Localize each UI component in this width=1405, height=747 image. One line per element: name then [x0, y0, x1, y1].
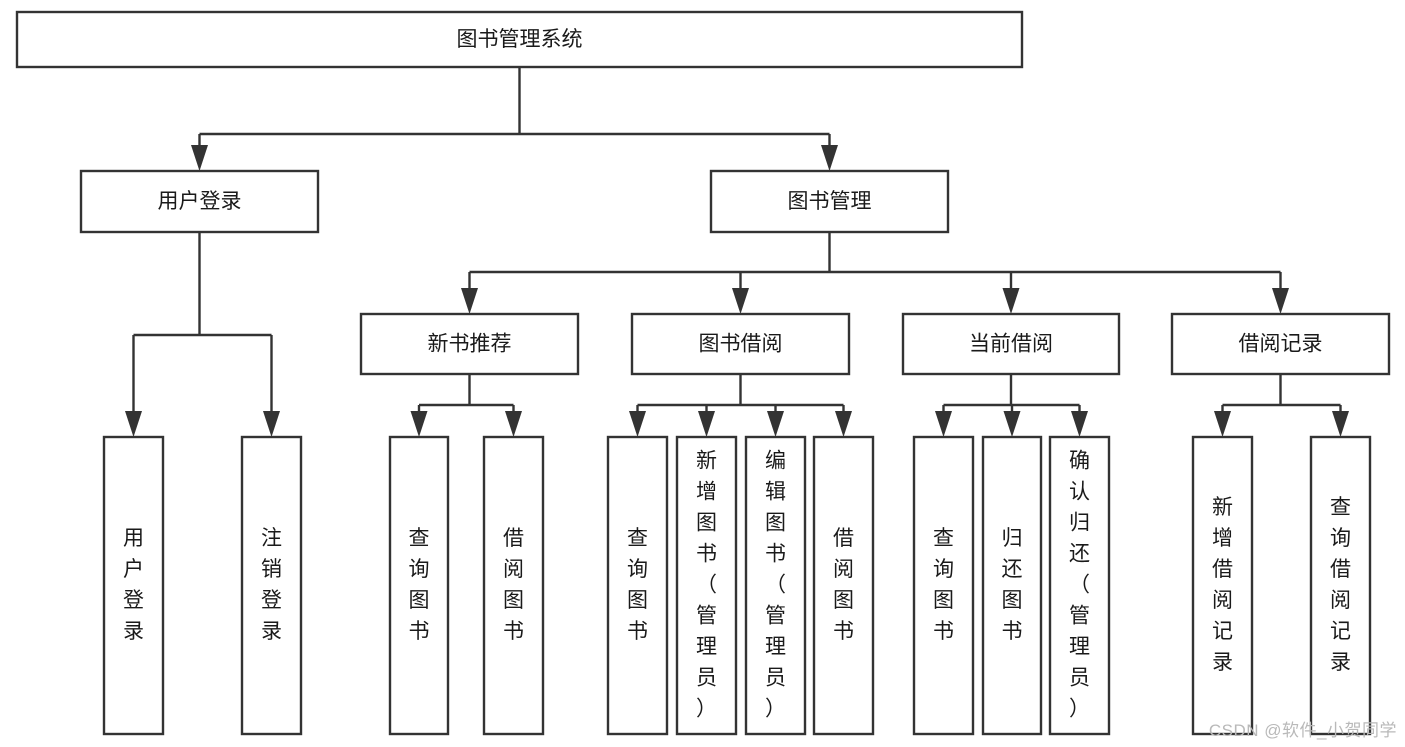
node-leaf_return_book[interactable]: 归还图书 — [981, 435, 1043, 736]
connector-layer — [125, 67, 1349, 437]
node-label-leaf_add_record: 新增借阅记录 — [1212, 496, 1233, 674]
connector-group-borrow_record — [1214, 374, 1349, 437]
node-box-leaf_edit_book[interactable] — [744, 435, 807, 736]
node-label-leaf_user_login: 用户登录 — [123, 527, 144, 643]
node-box-new_book_rec[interactable] — [359, 312, 580, 376]
node-root[interactable]: 图书管理系统 — [15, 10, 1024, 69]
node-leaf_confirm_return[interactable]: 确认归还（管理员） — [1048, 435, 1111, 736]
node-label-new_book_rec: 新书推荐 — [428, 333, 512, 356]
node-box-book_mgmt[interactable] — [709, 169, 950, 234]
node-leaf_query_book_1[interactable]: 查询图书 — [388, 435, 450, 736]
node-leaf_edit_book[interactable]: 编辑图书（管理员） — [744, 435, 807, 736]
node-box-leaf_add_book[interactable] — [675, 435, 738, 736]
node-box-leaf_query_record[interactable] — [1309, 435, 1372, 736]
connector-group-root — [191, 67, 838, 171]
connector-group-book_mgmt — [461, 232, 1289, 314]
node-label-leaf_borrow_book_1: 借阅图书 — [503, 527, 524, 643]
node-label-leaf_add_book: 新增图书（管理员） — [696, 449, 717, 720]
node-leaf_logout[interactable]: 注销登录 — [240, 435, 303, 736]
node-box-leaf_borrow_book_2[interactable] — [812, 435, 875, 736]
node-label-leaf_query_book_2: 查询图书 — [627, 527, 648, 643]
node-label-leaf_edit_book: 编辑图书（管理员） — [765, 449, 786, 720]
node-book_mgmt[interactable]: 图书管理 — [709, 169, 950, 234]
node-label-leaf_query_book_1: 查询图书 — [409, 527, 430, 643]
node-leaf_borrow_book_1[interactable]: 借阅图书 — [482, 435, 545, 736]
node-label-leaf_query_record: 查询借阅记录 — [1330, 496, 1351, 674]
watermark-text: CSDN @软件_小贺同学 — [1208, 721, 1397, 740]
node-label-leaf_confirm_return: 确认归还（管理员） — [1069, 449, 1090, 720]
node-box-leaf_logout[interactable] — [240, 435, 303, 736]
node-box-borrow_record[interactable] — [1170, 312, 1391, 376]
connector-group-current_borrow — [935, 374, 1088, 437]
node-label-user_login: 用户登录 — [158, 190, 242, 213]
node-leaf_query_record[interactable]: 查询借阅记录 — [1309, 435, 1372, 736]
node-book_borrow[interactable]: 图书借阅 — [630, 312, 851, 376]
node-leaf_query_book_2[interactable]: 查询图书 — [606, 435, 669, 736]
node-label-borrow_record: 借阅记录 — [1239, 333, 1323, 356]
connector-group-new_book_rec — [410, 374, 522, 437]
node-label-leaf_query_book_3: 查询图书 — [933, 527, 954, 643]
node-label-book_borrow: 图书借阅 — [699, 333, 783, 356]
node-box-root[interactable] — [15, 10, 1024, 69]
node-leaf_user_login[interactable]: 用户登录 — [102, 435, 165, 736]
node-box-leaf_query_book_2[interactable] — [606, 435, 669, 736]
node-box-leaf_add_record[interactable] — [1191, 435, 1254, 736]
node-box-leaf_query_book_1[interactable] — [388, 435, 450, 736]
node-new_book_rec[interactable]: 新书推荐 — [359, 312, 580, 376]
node-label-root: 图书管理系统 — [457, 28, 583, 51]
connector-group-user_login — [125, 232, 280, 437]
node-label-book_mgmt: 图书管理 — [788, 190, 872, 213]
node-layer: 图书管理系统用户登录图书管理新书推荐图书借阅当前借阅借阅记录用户登录注销登录查询… — [15, 10, 1391, 736]
node-box-leaf_confirm_return[interactable] — [1048, 435, 1111, 736]
node-box-user_login[interactable] — [79, 169, 320, 234]
node-leaf_add_record[interactable]: 新增借阅记录 — [1191, 435, 1254, 736]
node-label-leaf_return_book: 归还图书 — [1002, 527, 1023, 643]
node-box-leaf_return_book[interactable] — [981, 435, 1043, 736]
node-user_login[interactable]: 用户登录 — [79, 169, 320, 234]
node-borrow_record[interactable]: 借阅记录 — [1170, 312, 1391, 376]
connector-group-book_borrow — [629, 374, 852, 437]
node-label-current_borrow: 当前借阅 — [969, 333, 1053, 356]
node-box-book_borrow[interactable] — [630, 312, 851, 376]
node-current_borrow[interactable]: 当前借阅 — [901, 312, 1121, 376]
node-label-leaf_borrow_book_2: 借阅图书 — [833, 527, 854, 643]
node-leaf_query_book_3[interactable]: 查询图书 — [912, 435, 975, 736]
node-box-current_borrow[interactable] — [901, 312, 1121, 376]
node-leaf_add_book[interactable]: 新增图书（管理员） — [675, 435, 738, 736]
node-box-leaf_query_book_3[interactable] — [912, 435, 975, 736]
node-box-leaf_user_login[interactable] — [102, 435, 165, 736]
node-box-leaf_borrow_book_1[interactable] — [482, 435, 545, 736]
node-leaf_borrow_book_2[interactable]: 借阅图书 — [812, 435, 875, 736]
node-label-leaf_logout: 注销登录 — [261, 527, 282, 643]
